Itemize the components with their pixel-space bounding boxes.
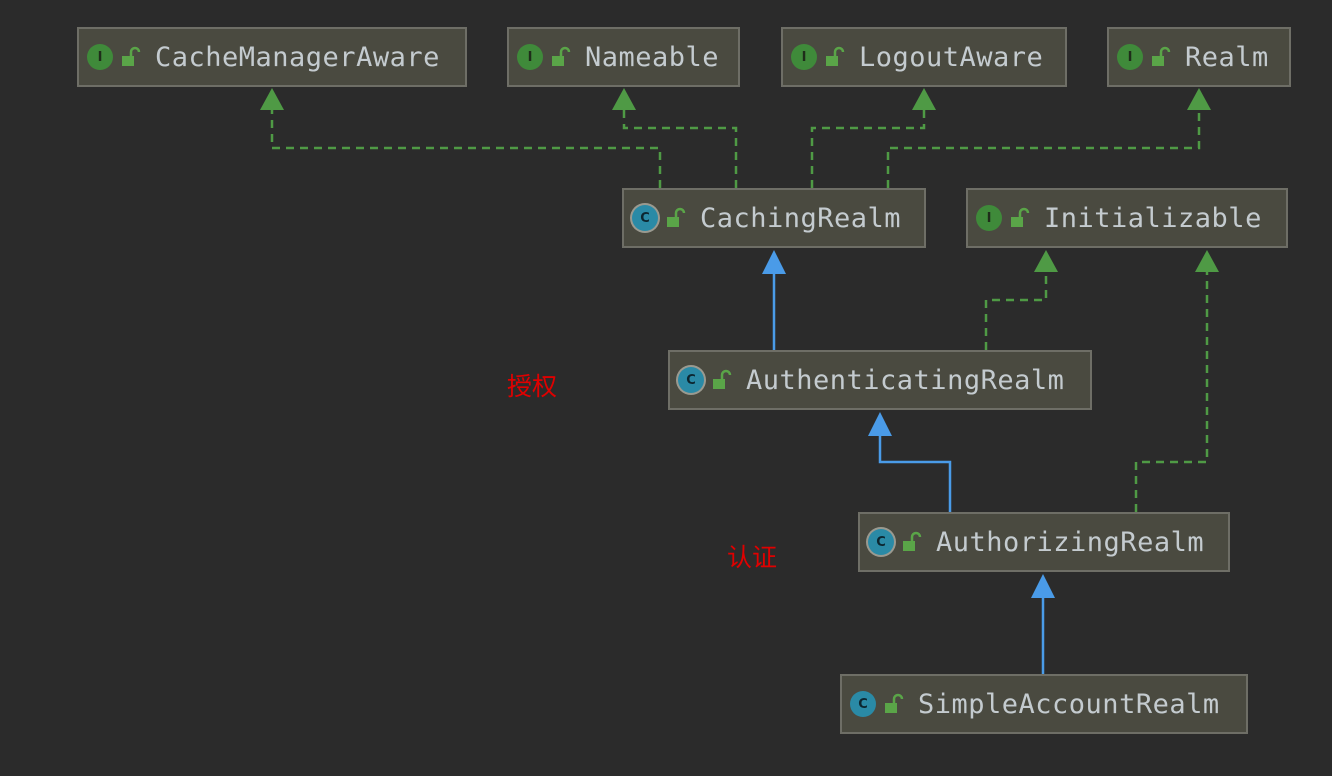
node-label: AuthenticatingRealm [746,364,1065,396]
interface-icon: I [517,44,543,70]
interface-icon: I [1117,44,1143,70]
abstract-class-icon: C [678,367,704,393]
node-simple-account-realm[interactable]: C SimpleAccountRealm [840,674,1248,734]
unlock-icon [122,46,141,66]
annotation-authentication: 认证 [727,543,778,572]
interface-icon: I [87,44,113,70]
node-realm[interactable]: I Realm [1107,27,1291,87]
node-authorizing-realm[interactable]: C AuthorizingRealm [858,512,1230,572]
interface-icon: I [976,205,1002,231]
unlock-icon [885,693,904,713]
annotation-authorization: 授权 [507,372,558,401]
node-label: AuthorizingRealm [936,526,1205,558]
node-cache-manager-aware[interactable]: I CacheManagerAware [77,27,467,87]
unlock-icon [1152,46,1171,66]
edge-authenticating-realm-implements-initializable [984,270,1048,350]
node-authenticating-realm[interactable]: C AuthenticatingRealm [668,350,1092,410]
node-label: CachingRealm [700,202,902,234]
node-label: LogoutAware [859,41,1044,73]
node-label: CacheManagerAware [155,41,440,73]
unlock-icon [826,46,845,66]
unlock-icon [1011,207,1030,227]
arrowhead-nameable [612,88,636,110]
node-initializable[interactable]: I Initializable [966,188,1288,248]
unlock-icon [667,207,686,227]
node-nameable[interactable]: I Nameable [507,27,740,87]
unlock-icon [552,46,571,66]
node-label: Initializable [1044,202,1262,234]
arrowhead-initializable-1 [1034,250,1058,272]
edge-caching-realm-implements-nameable [622,108,738,188]
arrowhead-authenticating-realm [868,412,892,436]
edges [260,88,1219,674]
edge-authorizing-realm-extends-authenticating-realm [878,434,952,512]
node-logout-aware[interactable]: I LogoutAware [781,27,1067,87]
node-label: Nameable [585,41,720,73]
class-icon: C [850,691,876,717]
unlock-icon [713,369,732,389]
unlock-icon [903,531,922,551]
node-caching-realm[interactable]: C CachingRealm [622,188,926,248]
arrowhead-realm [1187,88,1211,110]
arrowhead-logout-aware [912,88,936,110]
abstract-class-icon: C [632,205,658,231]
interface-icon: I [791,44,817,70]
arrowhead-initializable-2 [1195,250,1219,272]
edge-caching-realm-implements-logout-aware [810,108,926,188]
edge-authorizing-realm-implements-initializable [1134,270,1209,512]
edge-caching-realm-implements-cache-manager-aware [270,108,662,188]
node-label: SimpleAccountRealm [918,688,1220,720]
arrowhead-authorizing-realm [1031,574,1055,598]
edge-caching-realm-implements-realm [886,108,1201,188]
arrowhead-caching-realm [762,250,786,274]
abstract-class-icon: C [868,529,894,555]
arrowhead-cache-manager-aware [260,88,284,110]
node-label: Realm [1185,41,1269,73]
